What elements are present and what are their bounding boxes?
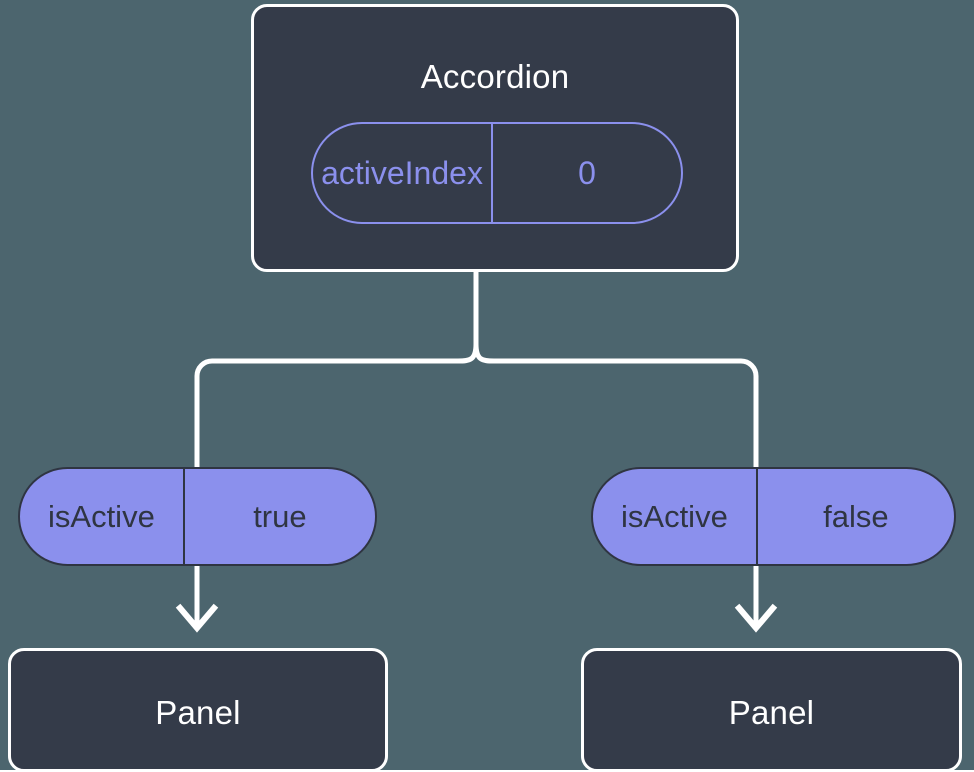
prop-pill-is-active-false[interactable]: isActive false: [591, 467, 956, 566]
prop-pill-left-key: isActive: [20, 469, 185, 564]
state-pill-value: 0: [578, 154, 596, 191]
arrow-head-left-icon: [175, 603, 219, 633]
prop-pill-right-value: false: [823, 498, 889, 534]
prop-pill-is-active-true[interactable]: isActive true: [18, 467, 377, 566]
node-panel-right-title: Panel: [728, 694, 815, 731]
node-accordion[interactable]: Accordion activeIndex 0: [251, 4, 739, 272]
arrow-head-right-icon: [734, 603, 778, 633]
node-panel-right[interactable]: Panel: [581, 648, 962, 772]
node-panel-left-title: Panel: [155, 694, 241, 731]
node-accordion-title: Accordion: [420, 58, 570, 95]
state-pill-active-index[interactable]: activeIndex 0: [311, 122, 683, 224]
prop-pill-right-key: isActive: [593, 469, 758, 564]
state-pill-key: activeIndex: [313, 124, 493, 222]
edge-branch-right: [473, 343, 759, 468]
prop-pill-left-value: true: [253, 498, 307, 534]
node-panel-left[interactable]: Panel: [8, 648, 388, 772]
edge-branch-left: [194, 343, 479, 468]
